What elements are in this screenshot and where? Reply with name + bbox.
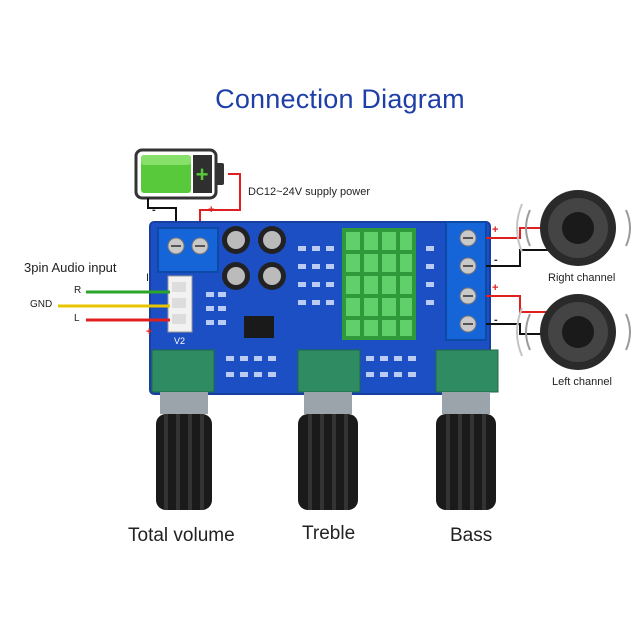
- left-speaker-plus: +: [492, 282, 499, 294]
- treble-knob[interactable]: [298, 392, 358, 510]
- page-title: Connection Diagram: [215, 84, 465, 114]
- battery-icon: +: [134, 148, 224, 200]
- bass-label: Bass: [450, 525, 493, 546]
- audio-pin-l: L: [74, 313, 80, 324]
- total-volume-label: Total volume: [128, 525, 235, 546]
- power-wire-positive: [199, 173, 241, 236]
- power-terminal: [157, 227, 219, 273]
- audio-input-connector: [167, 275, 193, 333]
- bass-knob[interactable]: [436, 392, 496, 510]
- right-speaker-plus: +: [492, 224, 499, 236]
- potentiometers: [151, 349, 499, 393]
- total-volume-knob[interactable]: [156, 392, 212, 510]
- right-speaker-wire-positive: [486, 227, 548, 239]
- power-minus-label: -: [152, 204, 156, 216]
- treble-label: Treble: [302, 523, 356, 544]
- left-speaker-minus: -: [494, 314, 498, 326]
- left-speaker-icon: [516, 294, 631, 370]
- board-silk-label: V2: [174, 336, 186, 346]
- smd-components: [206, 246, 434, 377]
- audio-input-top-marker: I: [146, 272, 150, 284]
- audio-input-bottom-marker: +: [146, 326, 153, 338]
- capacitors: [222, 226, 286, 290]
- power-supply-label: DC12~24V supply power: [248, 186, 370, 198]
- heatsink: [342, 228, 416, 340]
- right-speaker-minus: -: [494, 254, 498, 266]
- power-plus-label: +: [208, 204, 215, 216]
- left-channel-label: Left channel: [552, 376, 612, 388]
- speaker-terminal: [445, 221, 487, 341]
- svg-text:+: +: [196, 162, 209, 187]
- left-speaker-wire-negative: [486, 323, 548, 335]
- left-speaker-wire-positive: [486, 295, 548, 313]
- audio-input-label: 3pin Audio input: [24, 260, 117, 275]
- right-speaker-icon: [516, 190, 631, 266]
- right-speaker-wire-negative: [486, 249, 548, 267]
- audio-pin-r: R: [74, 285, 82, 296]
- audio-pin-gnd: GND: [30, 299, 53, 310]
- right-channel-label: Right channel: [548, 272, 616, 284]
- ic-chip: [244, 316, 274, 338]
